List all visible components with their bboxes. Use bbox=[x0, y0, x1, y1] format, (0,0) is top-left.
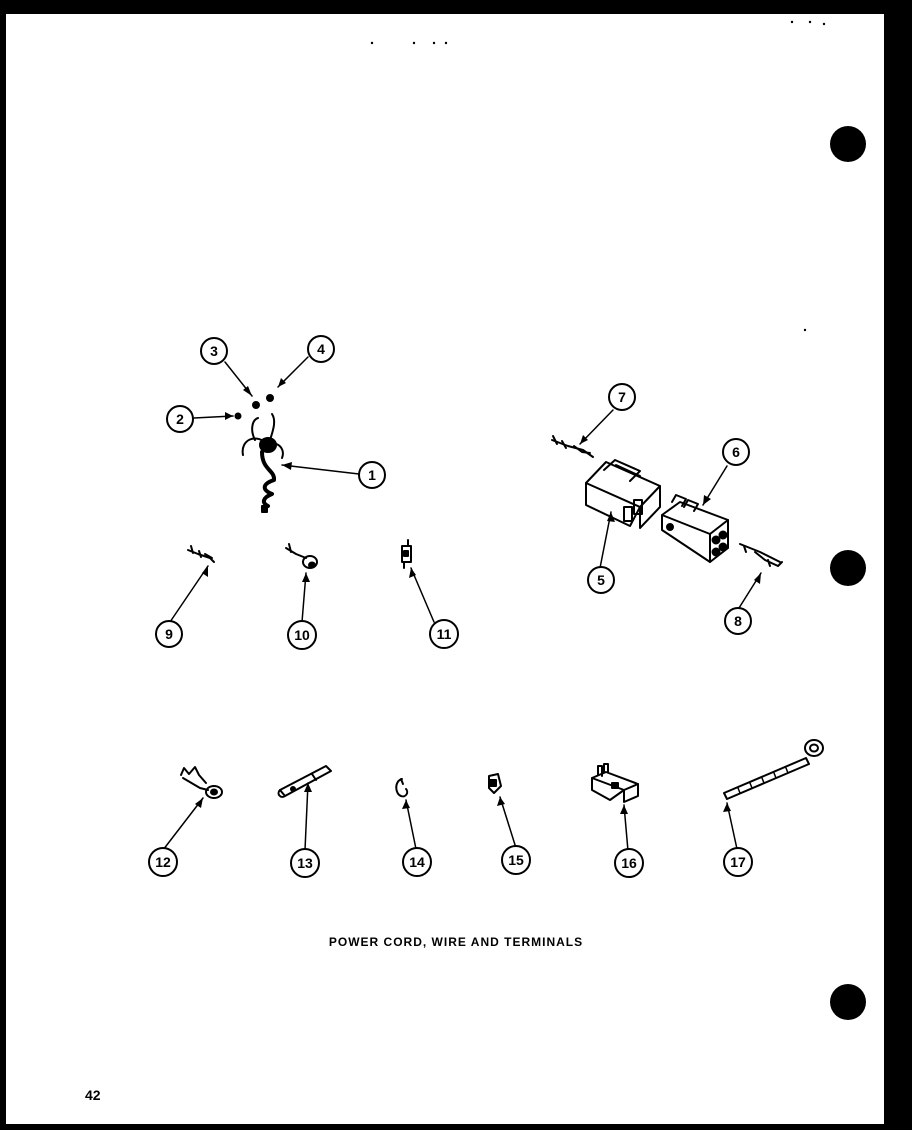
callout-10: 10 bbox=[287, 620, 317, 650]
arrowheads bbox=[195, 378, 761, 814]
punch-hole-bottom bbox=[830, 984, 866, 1020]
callout-16-label: 16 bbox=[621, 855, 637, 871]
callout-17-label: 17 bbox=[730, 854, 746, 870]
punch-hole-top bbox=[830, 126, 866, 162]
callout-12: 12 bbox=[148, 847, 178, 877]
callout-4: 4 bbox=[307, 335, 335, 363]
callout-6-label: 6 bbox=[732, 444, 740, 460]
cable-tie-part-17 bbox=[723, 739, 824, 800]
callout-12-label: 12 bbox=[155, 854, 171, 870]
connector-housing-part-5 bbox=[585, 459, 661, 529]
ring-terminal-part-12 bbox=[180, 766, 223, 799]
connector-housing-part-6 bbox=[661, 494, 729, 563]
callout-13-label: 13 bbox=[297, 855, 313, 871]
callout-11-label: 11 bbox=[437, 626, 452, 642]
diagram-caption: POWER CORD, WIRE AND TERMINALS bbox=[328, 935, 584, 949]
callout-7-label: 7 bbox=[618, 389, 626, 405]
part-3-small-terminal bbox=[252, 401, 260, 409]
callout-9: 9 bbox=[155, 620, 183, 648]
callout-8: 8 bbox=[724, 607, 752, 635]
connector-part-15 bbox=[488, 773, 502, 794]
callout-11: 11 bbox=[429, 619, 459, 649]
callout-14: 14 bbox=[402, 847, 432, 877]
callout-3-label: 3 bbox=[210, 343, 218, 359]
scan-specks bbox=[370, 20, 826, 332]
callout-2: 2 bbox=[166, 405, 194, 433]
callout-17: 17 bbox=[723, 847, 753, 877]
callout-1: 1 bbox=[358, 461, 386, 489]
callout-5: 5 bbox=[587, 566, 615, 594]
paper-sheet bbox=[6, 14, 884, 1124]
callout-6: 6 bbox=[722, 438, 750, 466]
callout-9-label: 9 bbox=[165, 626, 173, 642]
callout-4-label: 4 bbox=[317, 341, 325, 357]
splice-part-13 bbox=[277, 765, 332, 798]
terminal-part-9 bbox=[187, 545, 215, 563]
callout-1-label: 1 bbox=[368, 467, 376, 483]
callout-2-label: 2 bbox=[176, 411, 184, 427]
callout-8-label: 8 bbox=[734, 613, 742, 629]
socket-terminal-part-8 bbox=[739, 543, 783, 567]
callout-7: 7 bbox=[608, 383, 636, 411]
part-2-small-terminal bbox=[234, 412, 242, 420]
callout-5-label: 5 bbox=[597, 572, 605, 588]
page-number: 42 bbox=[85, 1087, 101, 1103]
terminal-part-11 bbox=[401, 539, 412, 569]
part-4-small-terminal bbox=[266, 394, 274, 402]
callout-15-label: 15 bbox=[508, 852, 524, 868]
terminal-part-10 bbox=[285, 543, 318, 569]
power-cord-part bbox=[241, 413, 284, 513]
bracket-part-16 bbox=[591, 763, 639, 803]
clip-part-14 bbox=[395, 778, 409, 798]
punch-hole-middle bbox=[830, 550, 866, 586]
callout-16: 16 bbox=[614, 848, 644, 878]
callout-15: 15 bbox=[501, 845, 531, 875]
leader-lines bbox=[162, 356, 762, 852]
pin-terminal-part-7 bbox=[551, 435, 594, 458]
callout-14-label: 14 bbox=[409, 854, 425, 870]
callout-13: 13 bbox=[290, 848, 320, 878]
callout-10-label: 10 bbox=[294, 627, 310, 643]
callout-3: 3 bbox=[200, 337, 228, 365]
